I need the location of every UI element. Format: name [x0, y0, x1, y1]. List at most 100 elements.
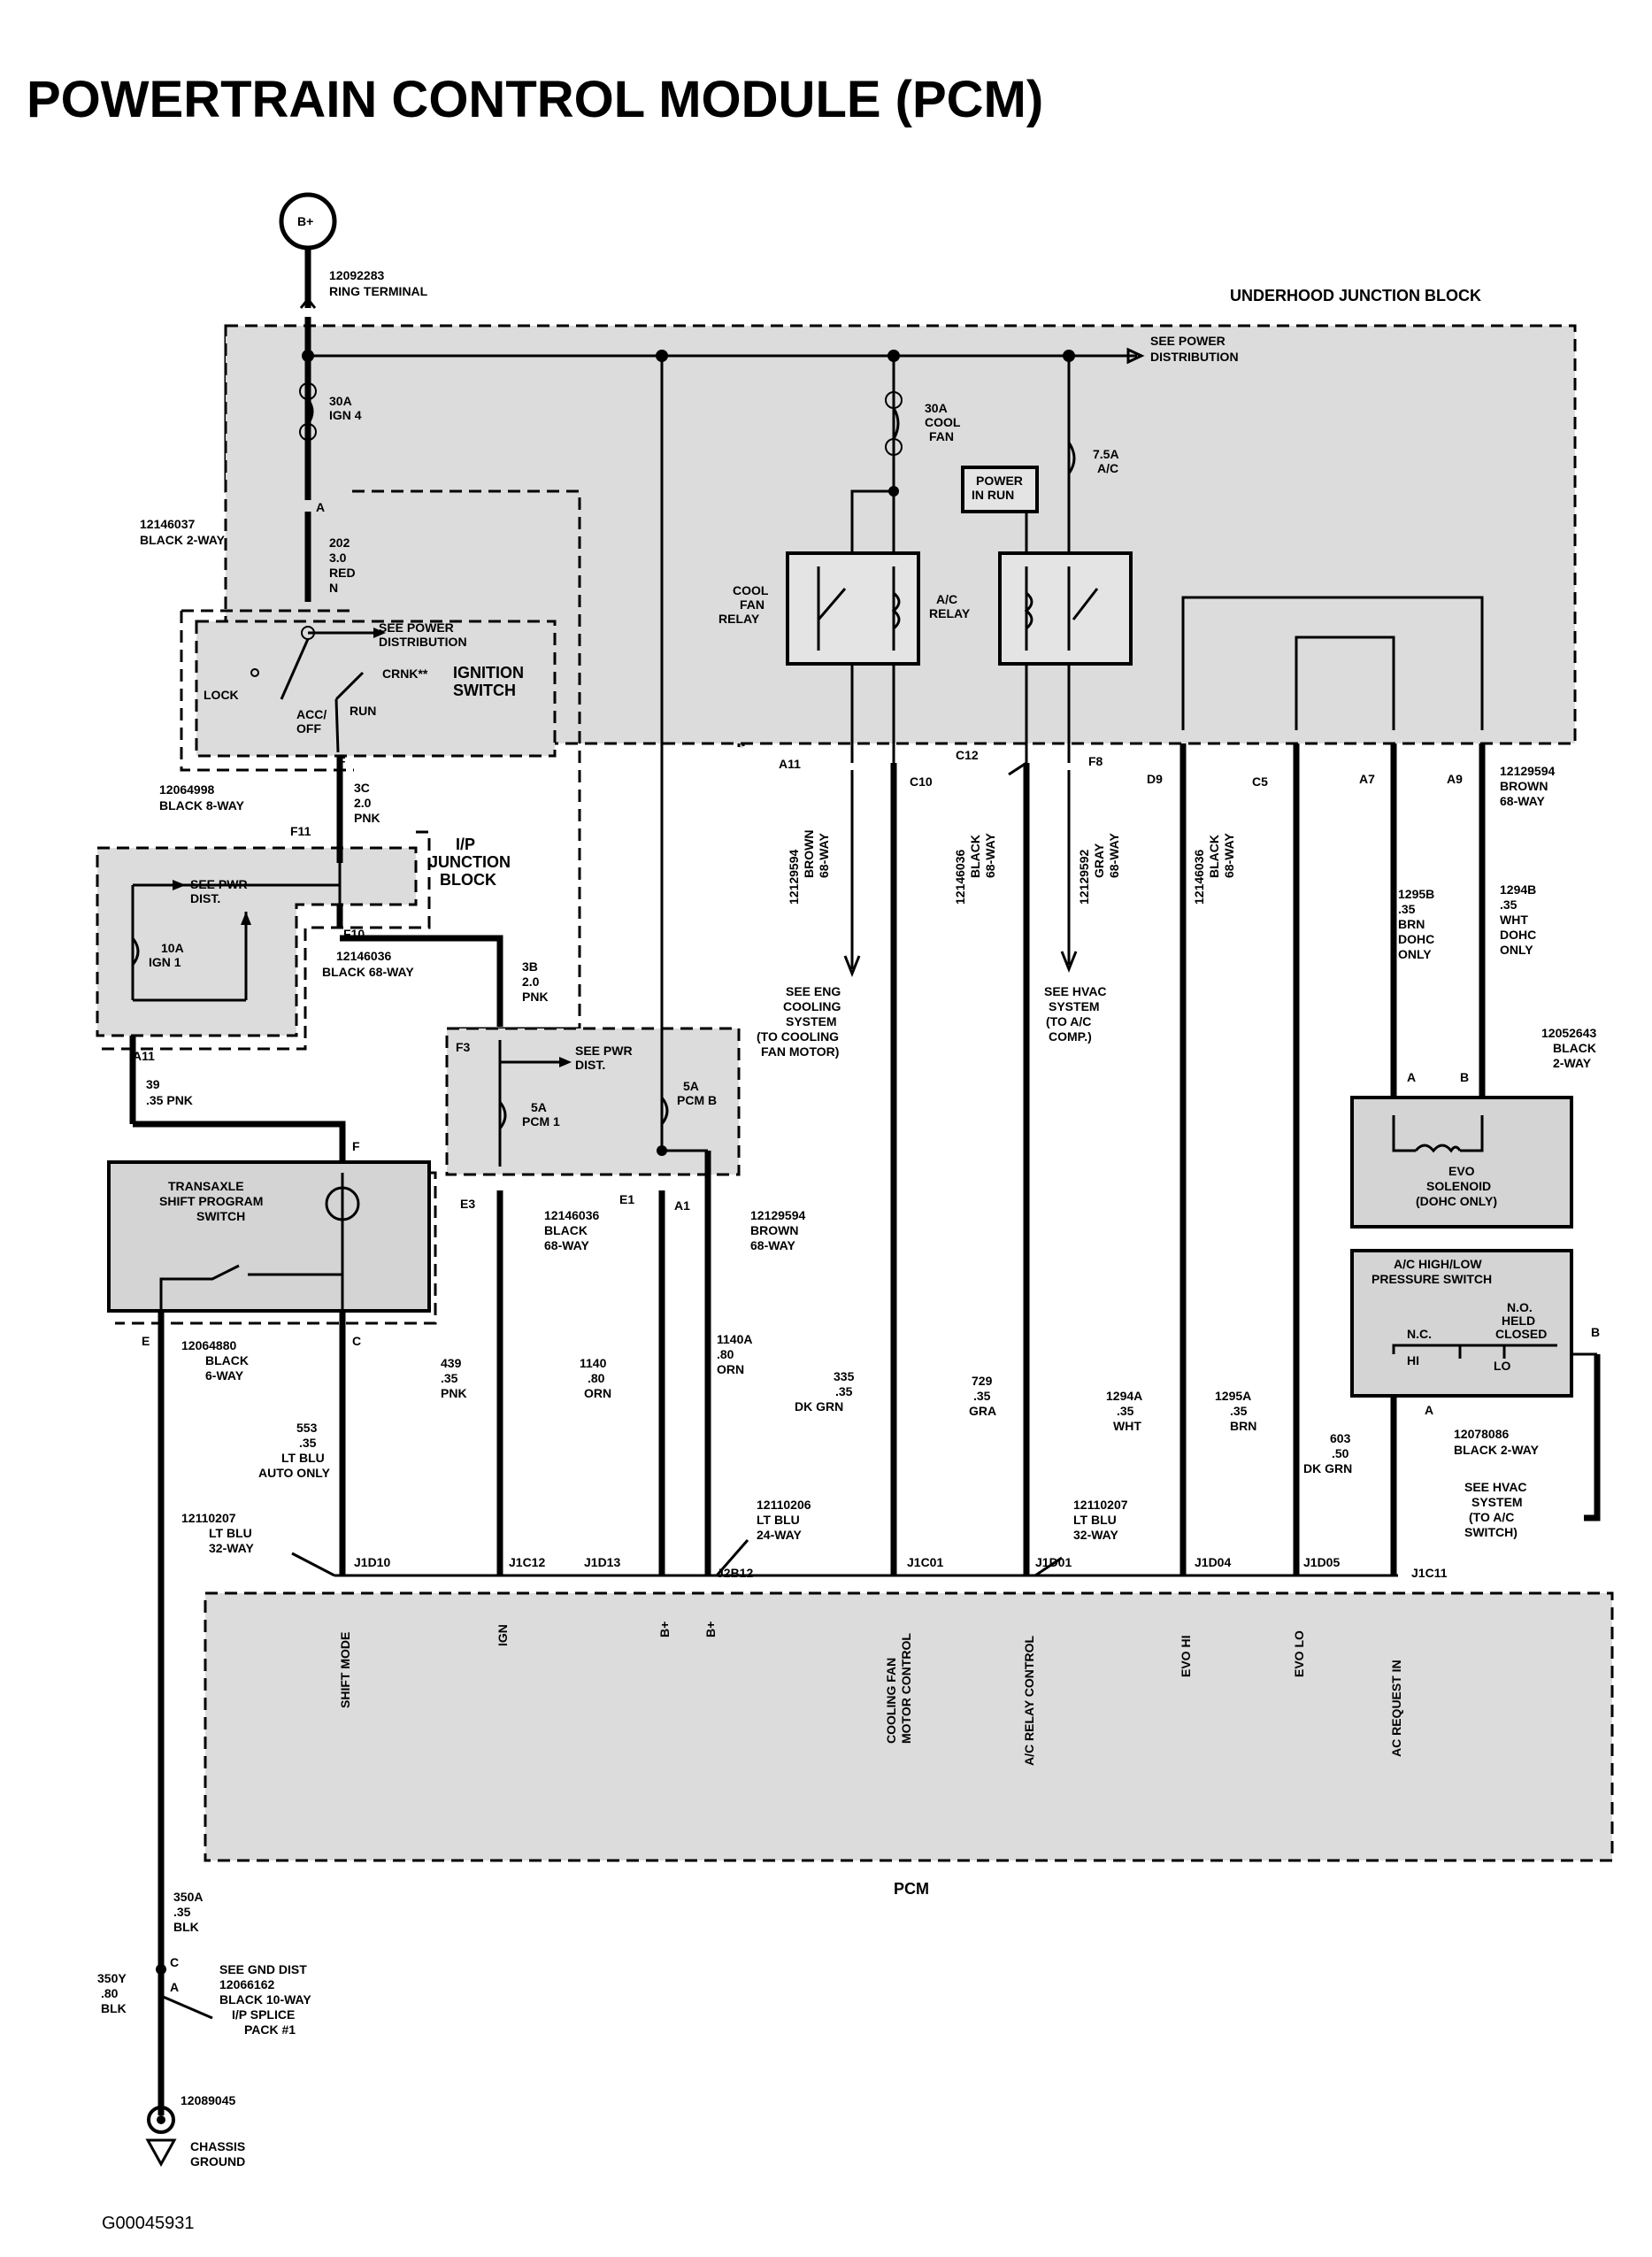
ac-relay-contacts: [1025, 566, 1099, 651]
ac-switch-b-return: [1584, 1354, 1601, 1521]
pcm-box: [204, 1591, 1614, 1862]
ign-switch-arm: [280, 638, 310, 700]
ac-switch-hi-label: HI: [1407, 1353, 1419, 1367]
conn-gray-label: 12129592GRAY68-WAY: [1077, 832, 1121, 905]
pcm-pin-e3: E3: [460, 1197, 475, 1211]
evo-bracket-outer: [1181, 596, 1484, 730]
pcm-label: PCM: [894, 1880, 929, 1898]
cool-relay-feed: [850, 489, 894, 553]
ac-pressure-switch-box: [1350, 1249, 1573, 1398]
pcm-pin-j1c11: J1C11: [1411, 1566, 1448, 1580]
lock-contact: [250, 668, 259, 677]
power-in-run-box: [961, 466, 1039, 513]
pcm-pin-j1d01: J1D01: [1035, 1555, 1072, 1569]
page-title: POWERTRAIN CONTROL MODULE (PCM): [27, 71, 1043, 128]
c12-bend: [1008, 761, 1027, 776]
pcm-func-bplus1: B+: [657, 1621, 672, 1637]
ignition-switch-box: [195, 620, 557, 758]
pcm1-fuse-link: [498, 1101, 507, 1129]
pcm-func-bplus2: B+: [703, 1621, 718, 1637]
pcm-pin-j2b12: J2B12: [717, 1566, 753, 1580]
ip-pin-a11: A11: [133, 1049, 155, 1063]
ac-switch-pin-b: B: [1591, 1325, 1600, 1339]
pcm-func-shift-mode: SHIFT MODE: [338, 1632, 352, 1708]
transaxle-pin-c: C: [352, 1334, 361, 1348]
pin-c5: C5: [1252, 774, 1268, 789]
evo-pin-a: A: [1407, 1070, 1416, 1084]
pcm-func-ign: IGN: [496, 1624, 510, 1646]
pin-c10: C10: [910, 774, 933, 789]
ac-switch-pin-a: A: [1425, 1403, 1433, 1417]
conn-black1-label: 12146036BLACK68-WAY: [953, 832, 997, 905]
ign-see-power-arrow: [373, 628, 386, 638]
pin-d9: D9: [1147, 772, 1163, 786]
ip-return-arrow: [241, 912, 251, 925]
evo-solenoid-coil: [1414, 1144, 1462, 1153]
pcm-pin-j1d05: J1D05: [1303, 1555, 1340, 1569]
pcm-pin-a1: A1: [674, 1198, 690, 1213]
pcm-pin-j1d10: J1D10: [354, 1555, 390, 1569]
battery-label: B+: [297, 214, 313, 228]
transaxle-pin-e: E: [142, 1334, 150, 1348]
ac-switch-contacts: [1392, 1344, 1557, 1359]
pcm-conn-leaders: [291, 1539, 1063, 1577]
pcm-pin-j1c01: J1C01: [907, 1555, 943, 1569]
pcm-pin-e1: E1: [619, 1192, 634, 1206]
see-eng-arrow: [843, 955, 861, 978]
evo-pin-b: B: [1460, 1070, 1469, 1084]
ip-junction-block: [96, 846, 418, 1037]
pcm-see-pwr-arrow: [559, 1057, 572, 1067]
pin-f8: F8: [1088, 754, 1103, 768]
ign-acc-label: ACC/OFF: [296, 707, 327, 736]
evo-bracket-inner: [1295, 636, 1395, 730]
pin-a7: A7: [1359, 772, 1375, 786]
ac-relay-coil: [1024, 591, 1033, 630]
see-hvac-arrow: [1060, 951, 1078, 974]
ip-see-pwr-arrow: [173, 880, 186, 890]
transaxle-pin-f: F: [352, 1139, 360, 1153]
ign4-fuse-link: [306, 398, 314, 425]
pcm-func-ac-request: AC REQUEST IN: [1389, 1660, 1403, 1757]
pin-c12: C12: [956, 748, 979, 762]
chassis-ground-icon: [145, 2138, 177, 2168]
ground-pin-a: A: [170, 1980, 179, 1994]
see-power-arrow: [1126, 347, 1145, 365]
figure-id: G00045931: [102, 2214, 195, 2233]
